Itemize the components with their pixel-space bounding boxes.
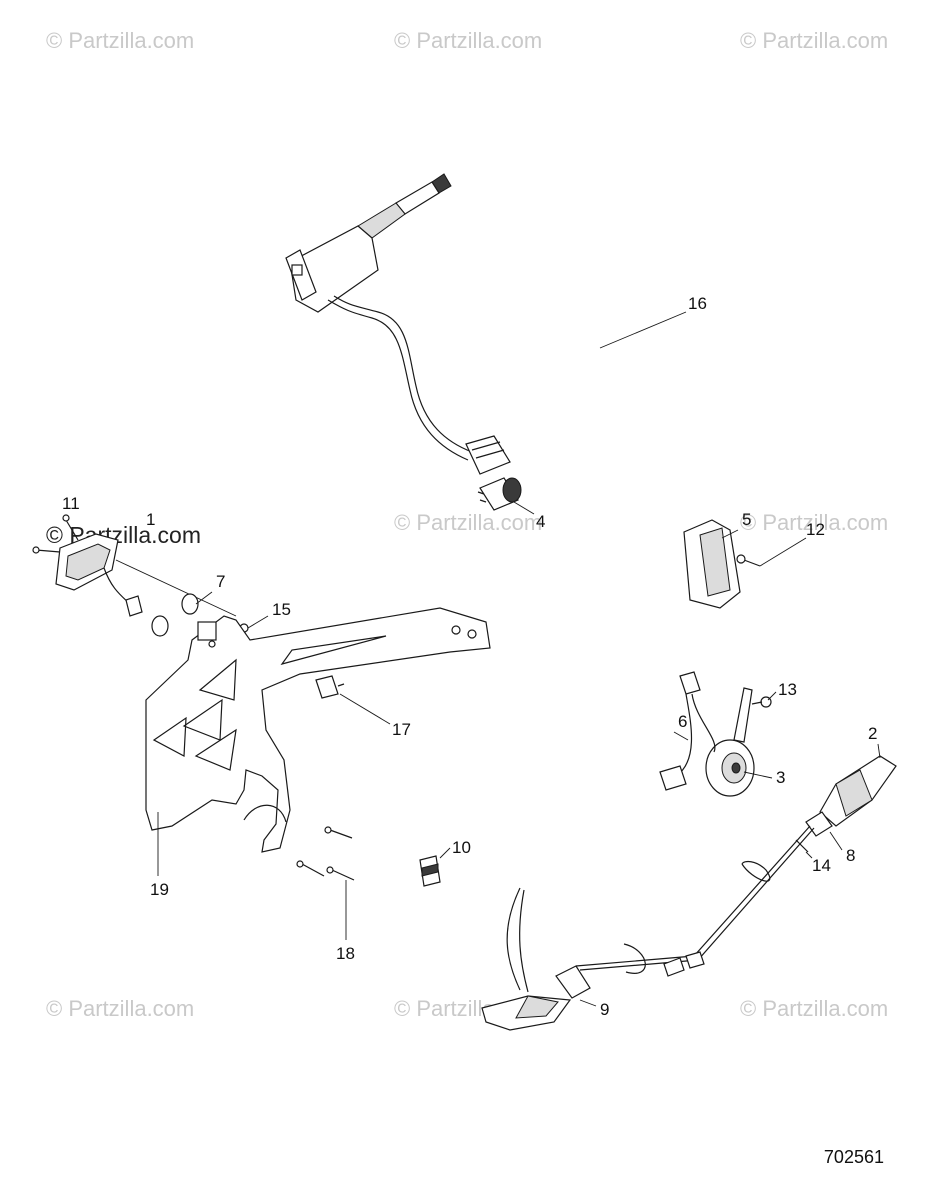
callout-13: 13 [778, 680, 797, 699]
part-2-turn-signal-right [819, 755, 897, 827]
callout-6: 6 [678, 712, 688, 731]
leader-lines [157, 311, 881, 1007]
watermark-mid-center: © Partzilla.com [394, 510, 543, 535]
part-3-horn [705, 687, 755, 797]
leader-12 [759, 537, 807, 567]
callout-14: 14 [812, 856, 831, 875]
callout-12: 12 [806, 520, 825, 539]
leader-2 [877, 743, 881, 759]
leader-4 [513, 501, 535, 515]
callout-8: 8 [846, 846, 856, 865]
callout-2: 2 [868, 724, 878, 743]
switch-harness-wire [327, 299, 469, 461]
callout-15: 15 [272, 600, 291, 619]
part-5-cover [683, 519, 741, 609]
watermark-top-center: © Partzilla.com [394, 28, 543, 53]
callout-10: 10 [452, 838, 471, 857]
leader-17 [339, 693, 391, 725]
leader-14 [805, 851, 813, 859]
callout-7: 7 [216, 572, 226, 591]
leader-8 [829, 831, 843, 851]
part-7-spacers [151, 593, 199, 637]
callout-3: 3 [776, 768, 786, 787]
part-13-bolt [751, 696, 772, 708]
callout-16: 16 [688, 294, 707, 313]
part-1-light-assembly [32, 514, 237, 617]
callout-1: 1 [146, 510, 156, 529]
watermark-top-left: © Partzilla.com [46, 28, 195, 53]
watermark-bottom-right: © Partzilla.com [740, 996, 889, 1021]
callout-9: 9 [600, 1000, 610, 1019]
part-6-horn-harness [659, 671, 716, 791]
leader-9 [579, 999, 597, 1007]
leader-7 [195, 591, 213, 605]
leader-13 [767, 691, 777, 701]
part-4-flasher [477, 477, 522, 511]
part-12-screw [736, 554, 761, 567]
part-17-clip [315, 675, 345, 699]
diagram-id: 702561 [823, 1147, 884, 1167]
leader-5 [721, 529, 739, 539]
part-14-screw [795, 839, 809, 853]
part-19-bracket [145, 607, 491, 853]
callout-11: 11 [62, 494, 80, 513]
callout-17: 17 [392, 720, 411, 739]
switch-lever [395, 181, 440, 215]
part-18-bolts [296, 826, 355, 881]
part-16-switch-assembly [285, 173, 511, 475]
callout-4: 4 [536, 512, 546, 531]
callout-19: 19 [150, 880, 169, 899]
part-9-turn-signal-left [481, 825, 815, 1031]
watermark-bottom-left: © Partzilla.com [46, 996, 195, 1021]
switch-terminal [291, 264, 303, 276]
leader-15 [247, 615, 269, 629]
part-10-connector [419, 855, 441, 887]
watermark-mid-right: © Partzilla.com [740, 510, 889, 535]
leader-16 [599, 311, 687, 349]
leader-3 [743, 771, 773, 779]
leader-6 [673, 731, 689, 741]
callout-18: 18 [336, 944, 355, 963]
leader-10 [439, 847, 451, 859]
callout-5: 5 [742, 510, 752, 529]
watermark-top-right: © Partzilla.com [740, 28, 889, 53]
